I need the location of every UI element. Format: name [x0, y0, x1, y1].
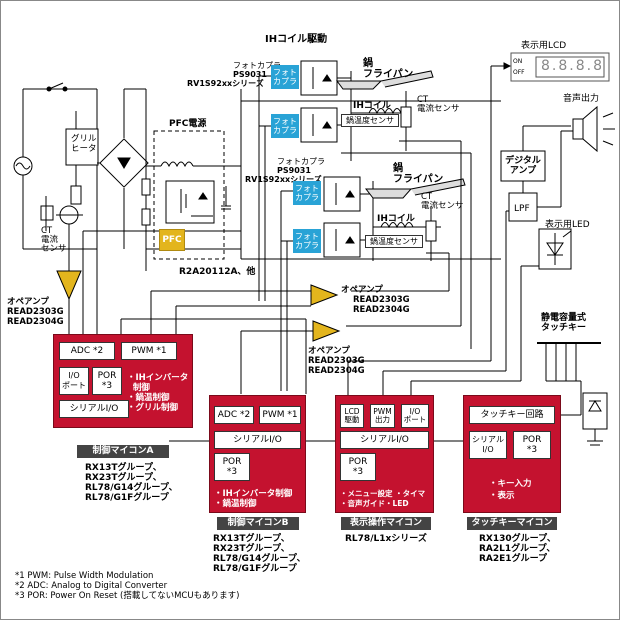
- mcu-touch-label: タッチキーマイコン: [467, 517, 557, 530]
- mcu-a-function-2: ・鍋温制御: [127, 393, 170, 403]
- mcu-display-serial-io: シリアルI/O: [340, 431, 429, 449]
- mcu-a-series: RX13Tグループ、 RX23Tグループ、 RL78/G14グループ、 RL78…: [85, 463, 178, 503]
- mcu-display-function-2: ・音声ガイド・LED: [340, 499, 409, 508]
- mcu-b-serial-io: シリアルI/O: [214, 431, 301, 449]
- mcu-a-function-1: ・IHインバータ 制御: [127, 373, 189, 393]
- opamp-label-low: オペアンプ: [308, 346, 350, 356]
- lpf-label: LPF: [514, 204, 530, 214]
- lcd-off-label: OFF: [513, 69, 525, 76]
- mcu-touch-function-2: ・表示: [489, 491, 515, 501]
- note-adc: *2 ADC: Analog to Digital Converter: [15, 581, 168, 591]
- ct-sensor-label-upper: CT 電流センサ: [417, 95, 460, 114]
- note-por: *3 POR: Power On Reset (搭載してないMCUもあります): [15, 591, 240, 601]
- mcu-touch-por: POR *3: [513, 431, 551, 459]
- photocoupler-box-2: フォト カプラ: [271, 114, 299, 138]
- touch-key-label: 静電容量式 タッチキー: [541, 313, 587, 333]
- mcu-b-series: RX13Tグループ、 RX23Tグループ、 RL78/G14グループ、 RL78…: [213, 534, 306, 574]
- ih-coil-label-lower: IHコイル: [377, 214, 415, 224]
- mcu-touch-serial-io: シリアル I/O: [469, 431, 507, 459]
- audio-output-label: 音声出力: [563, 94, 600, 104]
- mcu-a-serial-io: シリアルI/O: [59, 400, 129, 418]
- ih-coil-label-upper: IHコイル: [353, 101, 391, 111]
- mcu-a-adc: ADC *2: [59, 342, 115, 360]
- pot-temp-sensor-lower: 鍋温度センサ: [365, 235, 423, 248]
- mcu-b-function-2: ・鍋温制御: [214, 499, 257, 509]
- opamp-label-mid: オペアンプ: [341, 285, 383, 295]
- mcu-a-function-3: ・グリル制御: [127, 403, 179, 413]
- mcu-b-function-1: ・IHインバータ制御: [214, 489, 293, 499]
- mcu-display-pwm-out: PWM 出力: [370, 404, 395, 428]
- rv1s92-label-1: RV1S92xxシリーズ: [187, 79, 264, 88]
- opamp-mid-icon: [310, 284, 339, 306]
- opamp-left-icon: [56, 270, 82, 301]
- display-led-label: 表示用LED: [545, 220, 590, 230]
- r2a-label: R2A20112A、他: [179, 267, 256, 277]
- note-pwm: *1 PWM: Pulse Width Modulation: [15, 571, 154, 581]
- mcu-touch-series: RX130グループ、 RA2L1グループ、 RA2E1グループ: [479, 534, 556, 564]
- pan-icon-upper: [336, 80, 383, 90]
- ps9031-label-1: PS9031: [233, 70, 267, 79]
- mcu-a-label: 制御マイコンA: [77, 445, 169, 458]
- photocoupler-box-1: フォト カプラ: [271, 65, 299, 89]
- pot-label-lower: 鍋 フライパン: [393, 163, 444, 185]
- mcu-display-io-port: I/O ポート: [401, 404, 429, 428]
- mcu-display-por: POR *3: [340, 453, 376, 481]
- display-lcd-label: 表示用LCD: [521, 41, 567, 51]
- mcu-b-adc: ADC *2: [214, 406, 254, 424]
- mcu-b-por: POR *3: [214, 453, 250, 481]
- pfc-power-dashed-box: [153, 130, 225, 260]
- opamp-parts-mid: READ2303G READ2304G: [353, 295, 410, 315]
- photocoupler-label-2: フォトカプラ: [277, 157, 325, 166]
- lcd-segment-display: 8.8.8.8: [541, 58, 604, 74]
- mcu-touch-function-1: ・キー入力: [489, 479, 532, 489]
- pot-temp-sensor-upper: 鍋温度センサ: [341, 114, 399, 127]
- lcd-on-label: ON: [513, 58, 523, 65]
- photocoupler-label-1: フォトカプラ: [233, 61, 281, 70]
- ps9031-label-2: PS9031: [277, 166, 311, 175]
- mcu-a-pwm: PWM *1: [121, 342, 177, 360]
- mcu-a-por: POR *3: [92, 367, 122, 395]
- mcu-b-pwm: PWM *1: [259, 406, 301, 424]
- pfc-power-label: PFC電源: [169, 119, 207, 129]
- ct-sensor-label-lower: CT 電流センサ: [421, 192, 464, 211]
- mcu-touch-key-circuit: タッチキー回路: [469, 406, 555, 424]
- opamp-parts-low: READ2303G READ2304G: [308, 356, 365, 376]
- speaker-icon: [572, 118, 584, 140]
- photocoupler-box-3: フォト カプラ: [293, 181, 321, 205]
- pan-icon-lower: [364, 188, 413, 199]
- bridge-rectifier-icon: [99, 138, 149, 188]
- pfc-chip: PFC: [159, 229, 185, 251]
- mcu-display-lcd-drive: LCD 駆動: [340, 404, 364, 428]
- pot-label-upper: 鍋 フライパン: [363, 58, 414, 80]
- opamp-parts-left: READ2303G READ2304G: [7, 307, 64, 327]
- opamp-label-left: オペアンプ: [7, 297, 49, 307]
- mcu-display-label: 表示操作マイコン: [341, 517, 431, 530]
- ih-coil-drive-title: IHコイル駆動: [265, 34, 328, 45]
- mcu-a-io-port: I/O ポート: [59, 367, 89, 395]
- photocoupler-box-4: フォト カプラ: [293, 229, 321, 253]
- grill-heater-box: [65, 128, 99, 166]
- digital-amp-label: デジタル アンプ: [505, 156, 541, 176]
- opamp-low-icon: [312, 320, 341, 342]
- grill-heater-label: グリル ヒータ: [71, 134, 97, 154]
- rv1s92-label-2: RV1S92xxシリーズ: [245, 175, 322, 184]
- ct-current-sensor-label: CT 電流 センサ: [41, 226, 67, 254]
- mcu-display-series: RL78/L1xシリーズ: [345, 534, 427, 544]
- mcu-b-label: 制御マイコンB: [217, 517, 299, 530]
- mcu-display-function-1: ・メニュー設定 ・タイマ: [340, 489, 426, 498]
